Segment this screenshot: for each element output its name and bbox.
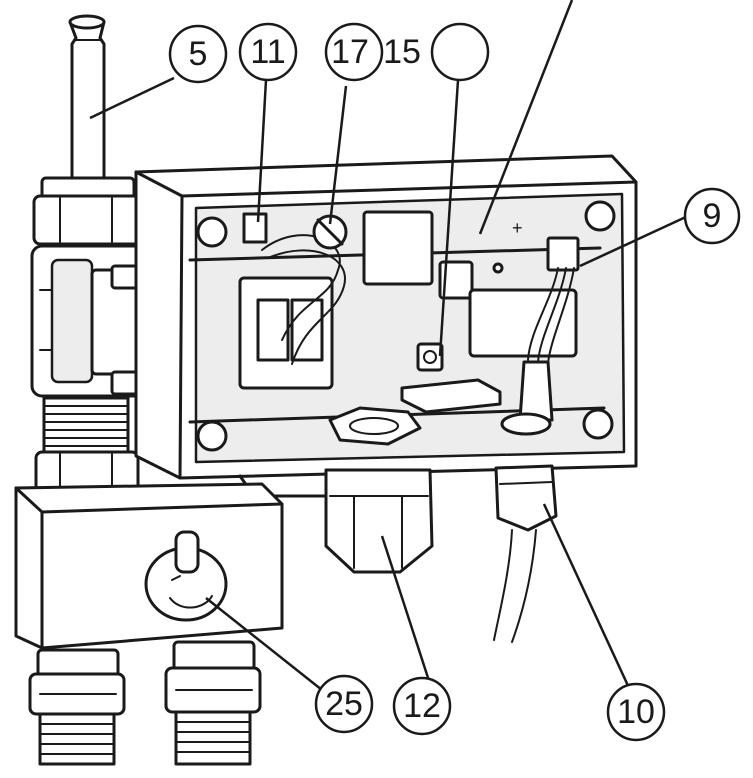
bottom-fitting-left (28, 648, 126, 766)
bottom-fitting-right (164, 640, 262, 766)
top-nut (32, 176, 142, 246)
callout-5-label: 5 (189, 35, 208, 73)
callout-9: 9 (683, 187, 741, 245)
circuit-board: + (362, 210, 580, 414)
cable-gland-10 (493, 464, 558, 643)
callout-25-label: 25 (325, 685, 363, 723)
leader-11 (256, 79, 268, 223)
callout-15: 15 (383, 33, 421, 71)
leader-9 (579, 214, 689, 268)
screw-17 (312, 214, 348, 250)
callout-11-label: 11 (250, 33, 285, 71)
callout-15-label: 15 (383, 33, 421, 71)
hex-nut (328, 406, 422, 446)
leader-lines (89, 0, 689, 691)
knob-25 (144, 530, 228, 622)
leader-unlabeled (478, 0, 574, 235)
callout-25: 25 (314, 674, 374, 734)
callout-10: 10 (606, 682, 666, 742)
leader-15 (438, 79, 460, 357)
inner-gland (500, 360, 554, 436)
plus-sign: + (512, 218, 523, 238)
threaded-pipe (42, 396, 130, 454)
callout-10-label: 10 (617, 693, 655, 731)
cable-gland-12 (324, 468, 434, 574)
terminal-block (238, 212, 346, 390)
callout-9-label: 9 (703, 197, 722, 235)
callout-12-label: 12 (403, 687, 441, 725)
callout-empty (430, 22, 490, 82)
callout-5: 5 (168, 24, 228, 84)
manifold-block (14, 482, 284, 650)
leader-17 (328, 85, 348, 225)
callout-17-label: 17 (331, 33, 369, 71)
hose-barb (68, 14, 106, 190)
leader-25 (205, 597, 323, 691)
leader-5 (89, 76, 175, 120)
callout-12: 12 (392, 676, 452, 736)
callout-17: 17 (324, 22, 384, 82)
callout-11: 11 (238, 22, 298, 82)
leader-10 (542, 503, 632, 691)
leader-12 (380, 535, 432, 685)
